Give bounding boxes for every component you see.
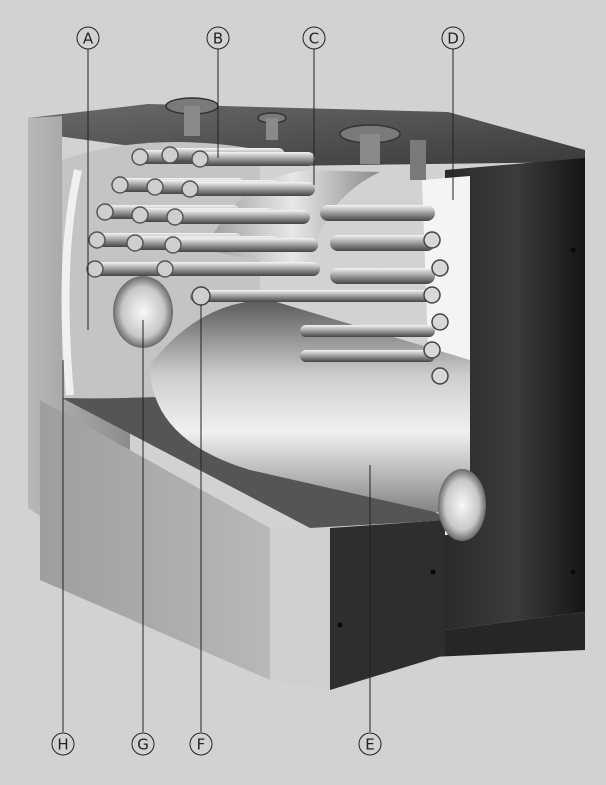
callout-letter-c: C [309,30,319,48]
flue-tube-end [86,260,104,278]
callout-letter-g: G [137,736,149,754]
callout-letter-h: H [57,736,68,754]
tube-end-ring [423,231,441,249]
callout-letter-a: A [83,30,94,48]
tube-end-ring [423,341,441,359]
base-right-strip [330,520,445,690]
flue-tube-end [126,234,144,252]
tube-end-ring [431,367,449,385]
flue-tube-end [156,260,174,278]
second-pass-tube [320,205,435,221]
callout-letter-b: B [213,30,223,48]
callout-c: C [302,26,326,50]
leader-lines [62,48,454,732]
second-pass-tube [330,235,435,251]
flue-tube-end [181,180,199,198]
flue-tube-end [96,203,114,221]
flue-tube [190,290,440,302]
reversing-chamber-opening [113,276,173,348]
tube-end-ring [423,286,441,304]
flue-tube-end [88,231,106,249]
casing-screws [337,247,576,628]
flue-tube-end [111,176,129,194]
screw [570,247,576,253]
top-connections [165,97,426,180]
flue-tube-end [161,146,179,164]
flue-tube-end [131,148,149,166]
flue-tube-end [131,206,149,224]
shell-left-arc [61,169,82,396]
callout-b: B [206,26,230,50]
callout-g: G [131,732,155,756]
callout-f: F [189,732,213,756]
flue-tube-end [146,178,164,196]
boiler-body [28,104,585,690]
flue-tube [160,262,320,276]
base-front-strip [270,528,330,690]
callout-letter-d: D [447,30,459,48]
flange-neck [360,134,380,164]
flue-tube-end [191,286,211,306]
flue-tube [168,238,318,252]
flange-neck [266,118,278,140]
callout-d: D [441,26,465,50]
flue-tube-bank [86,146,449,385]
callout-h: H [51,732,75,756]
screw [430,569,436,575]
screw [337,622,343,628]
flue-tube-end [191,150,209,168]
callout-letter-e: E [365,736,374,754]
callout-e: E [358,732,382,756]
flue-tube [195,152,315,166]
flue-tube [170,210,310,224]
flange-neck [410,140,426,180]
callout-a: A [76,26,100,50]
flue-tube-end [166,208,184,226]
second-pass-tube [300,325,435,337]
second-pass-tube [300,350,435,362]
flange-neck [184,106,200,136]
tube-end-ring [431,313,449,331]
flue-tube [185,182,315,196]
screw [570,569,576,575]
base-plinth [40,400,270,680]
furnace-tube-mouth [438,469,486,541]
second-pass-tube [330,268,435,284]
callout-letter-f: F [197,736,206,754]
tube-end-ring [431,259,449,277]
flue-tube-end [164,236,182,254]
